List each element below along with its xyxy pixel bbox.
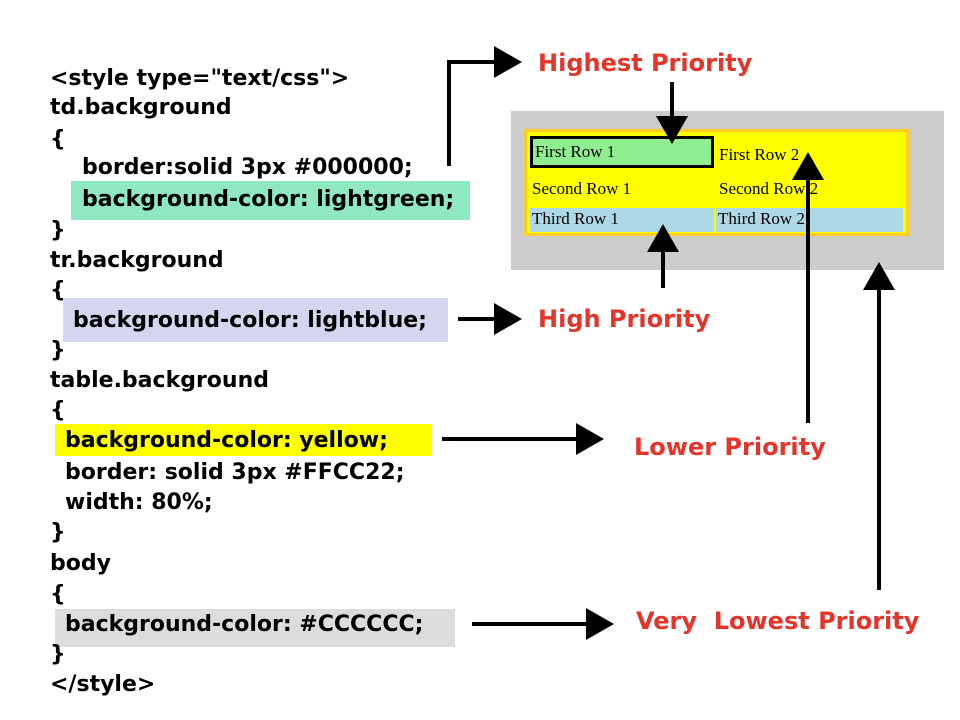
code-line: </style> xyxy=(50,672,156,697)
table-cell: Second Row 2 xyxy=(719,179,819,198)
code-line: background-color: yellow; xyxy=(65,428,388,453)
code-line: { xyxy=(50,398,66,423)
grey-highlight xyxy=(55,609,455,647)
arrow-to-highest xyxy=(447,46,522,166)
code-line: { xyxy=(50,582,66,607)
code-line: table.background xyxy=(50,368,269,393)
code-line: border:solid 3px #000000; xyxy=(82,155,413,180)
code-line: } xyxy=(50,338,66,363)
code-line: } xyxy=(50,642,66,667)
code-line: tr.background xyxy=(50,248,224,273)
code-line: td.background xyxy=(50,95,232,120)
code-line: <style type="text/css"> xyxy=(50,66,350,91)
lightgreen-highlight xyxy=(71,181,470,220)
high-priority-label: High Priority xyxy=(538,305,711,333)
code-line: { xyxy=(50,278,66,303)
code-line: background-color: #CCCCCC; xyxy=(65,612,424,637)
code-line: } xyxy=(50,520,66,545)
code-line: body xyxy=(50,551,111,576)
code-line: border: solid 3px #FFCC22; xyxy=(65,460,405,485)
yellow-highlight xyxy=(55,424,432,456)
lowest-priority-label: Very Lowest Priority xyxy=(636,607,920,635)
code-line: } xyxy=(50,218,66,243)
code-line: width: 80%; xyxy=(65,490,213,515)
lightblue-highlight xyxy=(63,298,448,342)
lower-priority-label: Lower Priority xyxy=(634,433,826,461)
table-cell: Second Row 1 xyxy=(532,179,632,198)
code-line: background-color: lightgreen; xyxy=(82,187,455,212)
code-line: { xyxy=(50,127,66,152)
highest-priority-label: Highest Priority xyxy=(538,49,753,77)
table-cell: Third Row 1 xyxy=(530,208,714,232)
code-line: background-color: lightblue; xyxy=(73,308,427,333)
